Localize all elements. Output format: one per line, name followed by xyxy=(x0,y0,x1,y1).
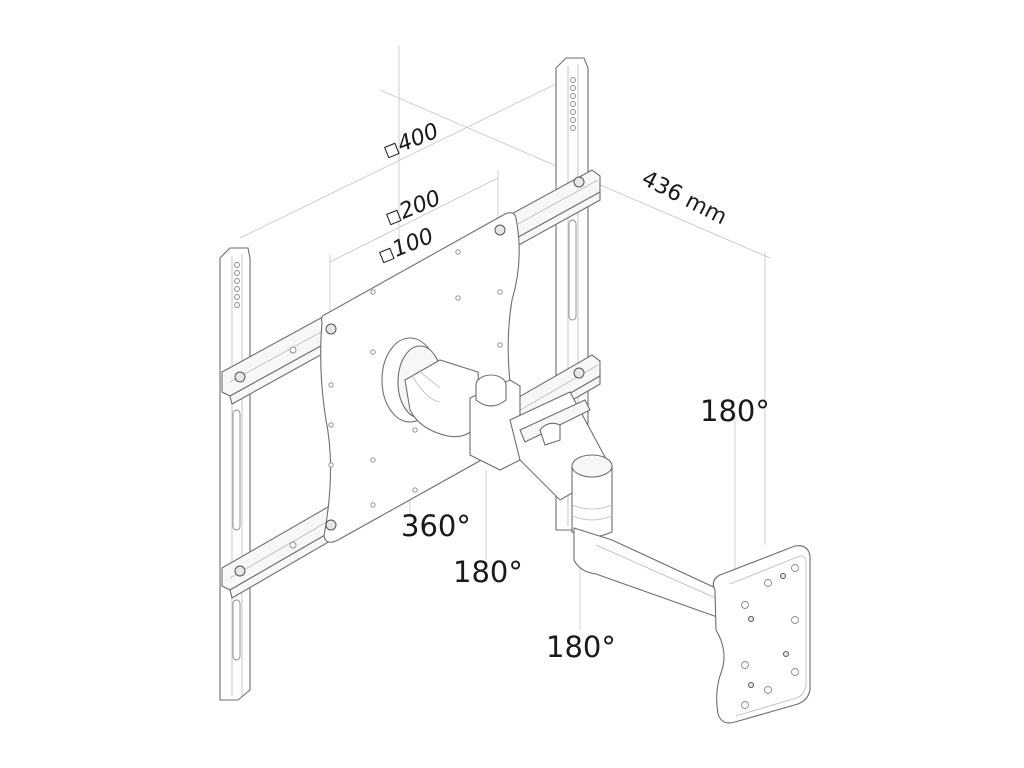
wall-plate xyxy=(712,545,811,724)
tilt-180-label: 180° xyxy=(453,555,523,589)
wall-joint-180-label: 180° xyxy=(700,394,770,428)
outer-arm xyxy=(573,527,721,619)
tilt-head xyxy=(404,359,481,438)
elbow-joint xyxy=(571,454,613,538)
rotation-360-label: 360° xyxy=(401,509,471,543)
elbow-180-label: 180° xyxy=(546,630,616,664)
left-wall-rail xyxy=(219,247,251,701)
